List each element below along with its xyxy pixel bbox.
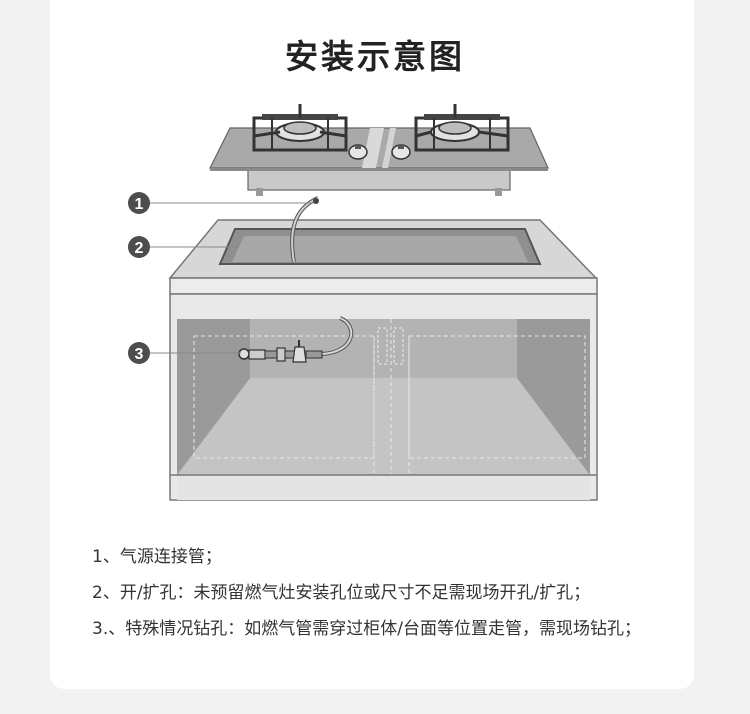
gas-valve [238,340,323,363]
notes-list: 1、气源连接管； 2、开/扩孔：未预留燃气灶安装孔位或尺寸不足需现场开孔/扩孔；… [92,543,641,651]
left-burner [252,104,348,152]
callout-2-label: 2 [135,240,144,257]
callout-2: 2 [128,236,238,258]
note-item: 1、气源连接管； [92,547,222,567]
note-item: 3.、特殊情况钻孔：如燃气管需穿过柜体/台面等位置走管，需现场钻孔； [92,619,641,639]
callout-3-label: 3 [135,346,144,363]
installation-diagram: 1 2 3 [128,104,598,501]
stove-knob-left [348,144,368,160]
countertop-edge [169,277,598,295]
cabinet [168,219,598,501]
callout-1: 1 [128,192,314,214]
right-burner [414,104,510,152]
callout-3: 3 [128,342,241,364]
gas-stove [209,104,549,196]
page-title: 安装示意图 [285,37,465,76]
callout-1-label: 1 [135,196,144,213]
note-item: 2、开/扩孔：未预留燃气灶安装孔位或尺寸不足需现场开孔/扩孔； [92,583,591,603]
stove-knob-right [391,144,411,160]
gas-connection-hose [290,196,354,356]
